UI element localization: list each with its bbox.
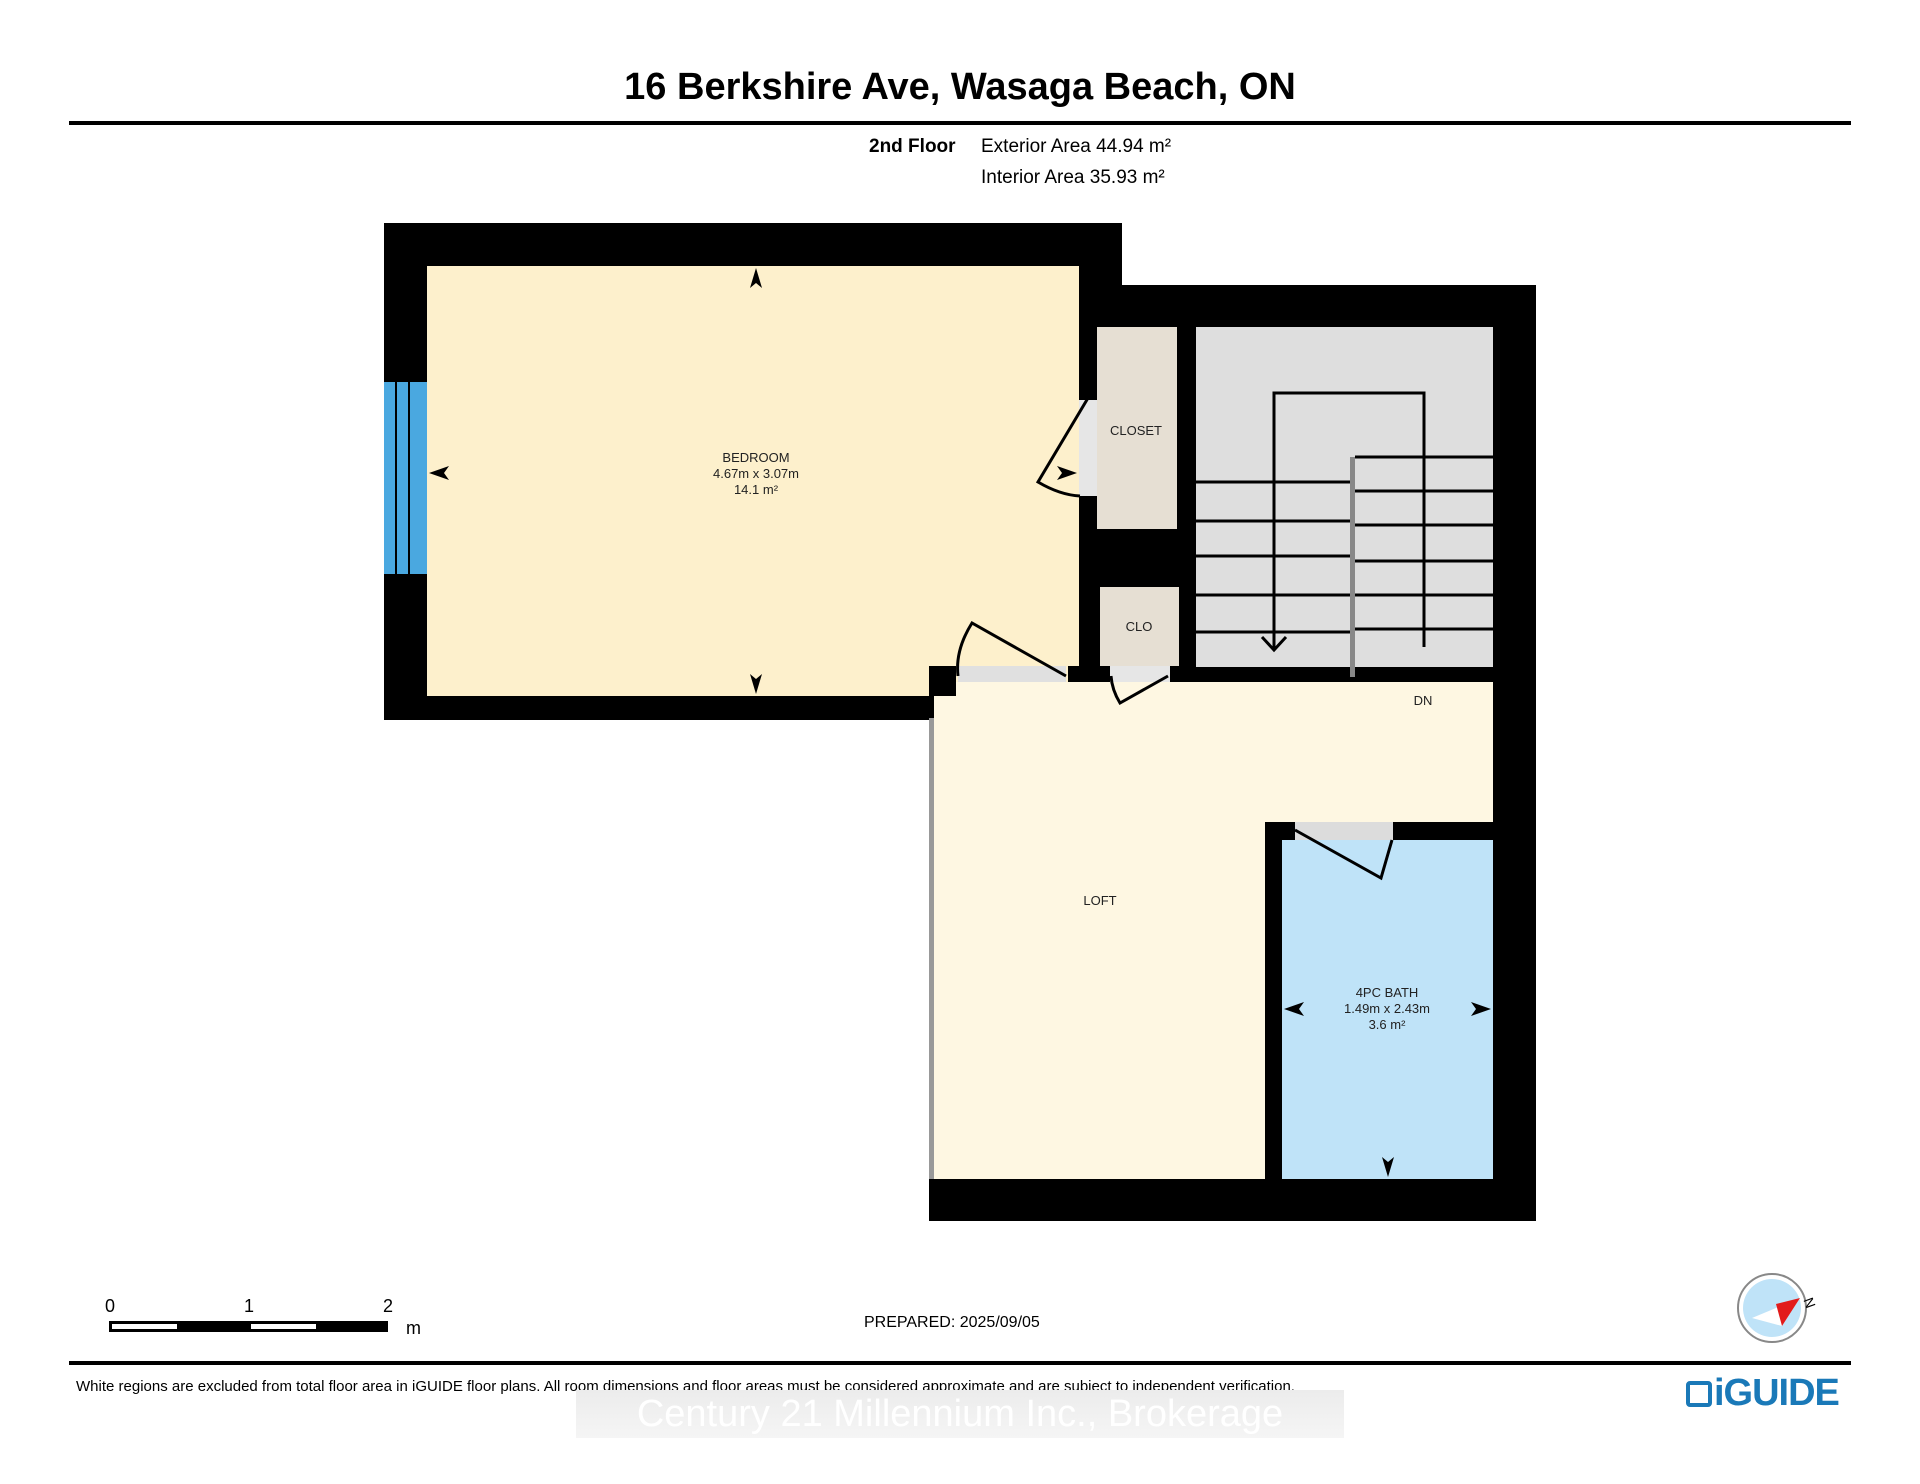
bedroom-dims: 4.67m x 3.07m <box>713 466 799 481</box>
stairs <box>1196 327 1493 677</box>
room-loft <box>934 682 1493 1179</box>
floor-name: 2nd Floor <box>869 136 956 157</box>
compass-icon <box>1737 1273 1807 1343</box>
dimension-arrows <box>429 268 1491 1177</box>
bedroom-doorway <box>958 666 1066 682</box>
page-title: 16 Berkshire Ave, Wasaga Beach, ON <box>624 66 1296 108</box>
bath-doorway <box>1295 822 1393 840</box>
watermark: Century 21 Millennium Inc., Brokerage <box>576 1390 1344 1438</box>
room-bath <box>1282 840 1493 1179</box>
bedroom-area: 14.1 m² <box>734 482 779 497</box>
bath-label: 4PC BATH <box>1356 985 1419 1000</box>
room-bedroom <box>427 266 1079 696</box>
room-clo <box>1100 587 1179 667</box>
prepared-date: PREPARED: 2025/09/05 <box>864 1314 1040 1331</box>
closet-doorway <box>1079 400 1097 496</box>
clo-door <box>1109 674 1169 706</box>
clo-label: CLO <box>1126 619 1153 634</box>
scale-tick-1: 1 <box>244 1296 255 1316</box>
iguide-logo: iGUIDE <box>1686 1372 1840 1415</box>
wall-segment <box>1068 666 1110 682</box>
stairs-dn-label: DN <box>1414 693 1433 708</box>
bath-door <box>1294 828 1394 881</box>
loft-railing <box>929 718 934 1179</box>
interior-area: Interior Area 35.93 m² <box>981 167 1165 188</box>
scale-unit: m <box>406 1318 421 1338</box>
footer-divider <box>69 1361 1851 1365</box>
scale-tick-0: 0 <box>105 1296 116 1316</box>
exterior-area: Exterior Area 44.94 m² <box>981 136 1172 157</box>
scale-tick-2: 2 <box>383 1296 394 1316</box>
header-divider <box>69 121 1851 125</box>
bedroom-label: BEDROOM <box>722 450 789 465</box>
bath-area: 3.6 m² <box>1369 1017 1407 1032</box>
closet-door <box>1035 397 1090 498</box>
wall-segment <box>929 666 956 696</box>
iguide-logo-icon <box>1686 1381 1712 1407</box>
bath-wall <box>1265 822 1282 1179</box>
iguide-logo-text: iGUIDE <box>1714 1372 1840 1414</box>
window <box>384 382 427 574</box>
room-closet <box>1097 327 1177 529</box>
clo-doorway <box>1110 666 1170 682</box>
scale-bar <box>109 1321 388 1332</box>
closet-label: CLOSET <box>1110 423 1162 438</box>
bedroom-door <box>956 620 1067 678</box>
bath-dims: 1.49m x 2.43m <box>1344 1001 1430 1016</box>
wall-segment <box>1170 666 1190 682</box>
loft-label: LOFT <box>1083 893 1116 908</box>
